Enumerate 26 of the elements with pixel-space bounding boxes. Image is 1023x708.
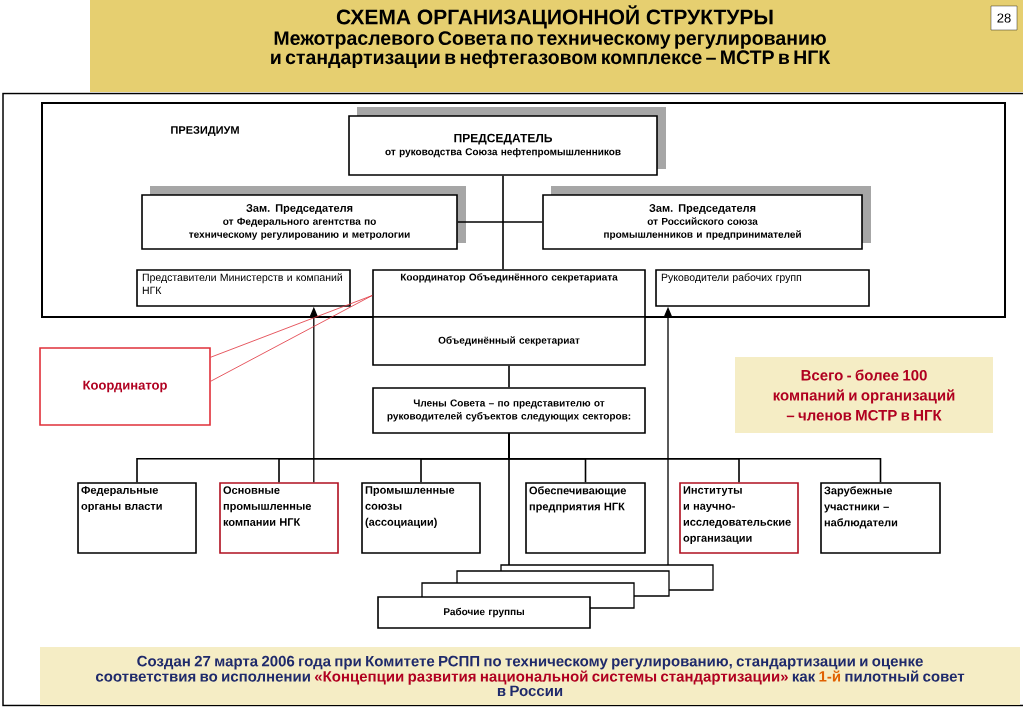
subtitle: Межотраслевого Совета по техническому регулированию и стандартизации в нефтегазовом комплексе – МСТР в НГК [271, 31, 831, 69]
sector-box: Институты и научно-исследовательские организации [679, 482, 799, 554]
org-box: Зам. Председателя от Федерального агентства по техническому регулированию и метрологии [141, 186, 466, 250]
leader-line [210, 295, 373, 382]
note-box: Всего - более 100 компаний и организаций – членов МСТР в НГК [735, 357, 993, 433]
sector-box: Основные промышленные компании НГК [219, 482, 339, 554]
org-box: Члены Совета – по представителю от руководителей субъектов следующих секторов: [372, 387, 646, 434]
sector-box: Промышленные союзы (ассоциации) [361, 482, 481, 554]
page-number: 28 [990, 5, 1018, 31]
connector-line [508, 433, 510, 566]
callout-box: Координатор [39, 347, 211, 426]
connector-line [502, 175, 504, 270]
note-box: Создан 27 марта 2006 года при Комитете РСПП по техническому регулированию, стандартизации и оценке соответствия во исполнении «Концепции развития национальной системы стандартизации» как 1-й пилотный совет в России [40, 647, 1020, 705]
connector-line [457, 221, 543, 223]
connector-line [508, 365, 510, 388]
sector-box: Обеспечивающие предприятия НГК [525, 482, 646, 554]
stacked-boxes: Рабочие группы [377, 564, 714, 629]
org-box: Руководители рабочих групп [655, 269, 870, 307]
sector-box: Зарубежные участники – наблюдатели [820, 482, 941, 554]
org-box: ПРЕДСЕДАТЕЛЬ от руководства Союза нефтепромышленников [348, 107, 666, 176]
org-box: Объединённый секретариат [372, 316, 646, 366]
org-box: Представители Министерств и компаний НГК [136, 269, 351, 307]
org-box: Координатор Объединённого секретариата [372, 269, 646, 318]
title: СХЕМА ОРГАНИЗАЦИОННОЙ СТРУКТУРЫ [336, 5, 773, 29]
org-box: Зам. Председателя от Российского союза промышленников и предпринимателей [542, 186, 871, 250]
sector-box: Федеральные органы власти [77, 482, 197, 554]
